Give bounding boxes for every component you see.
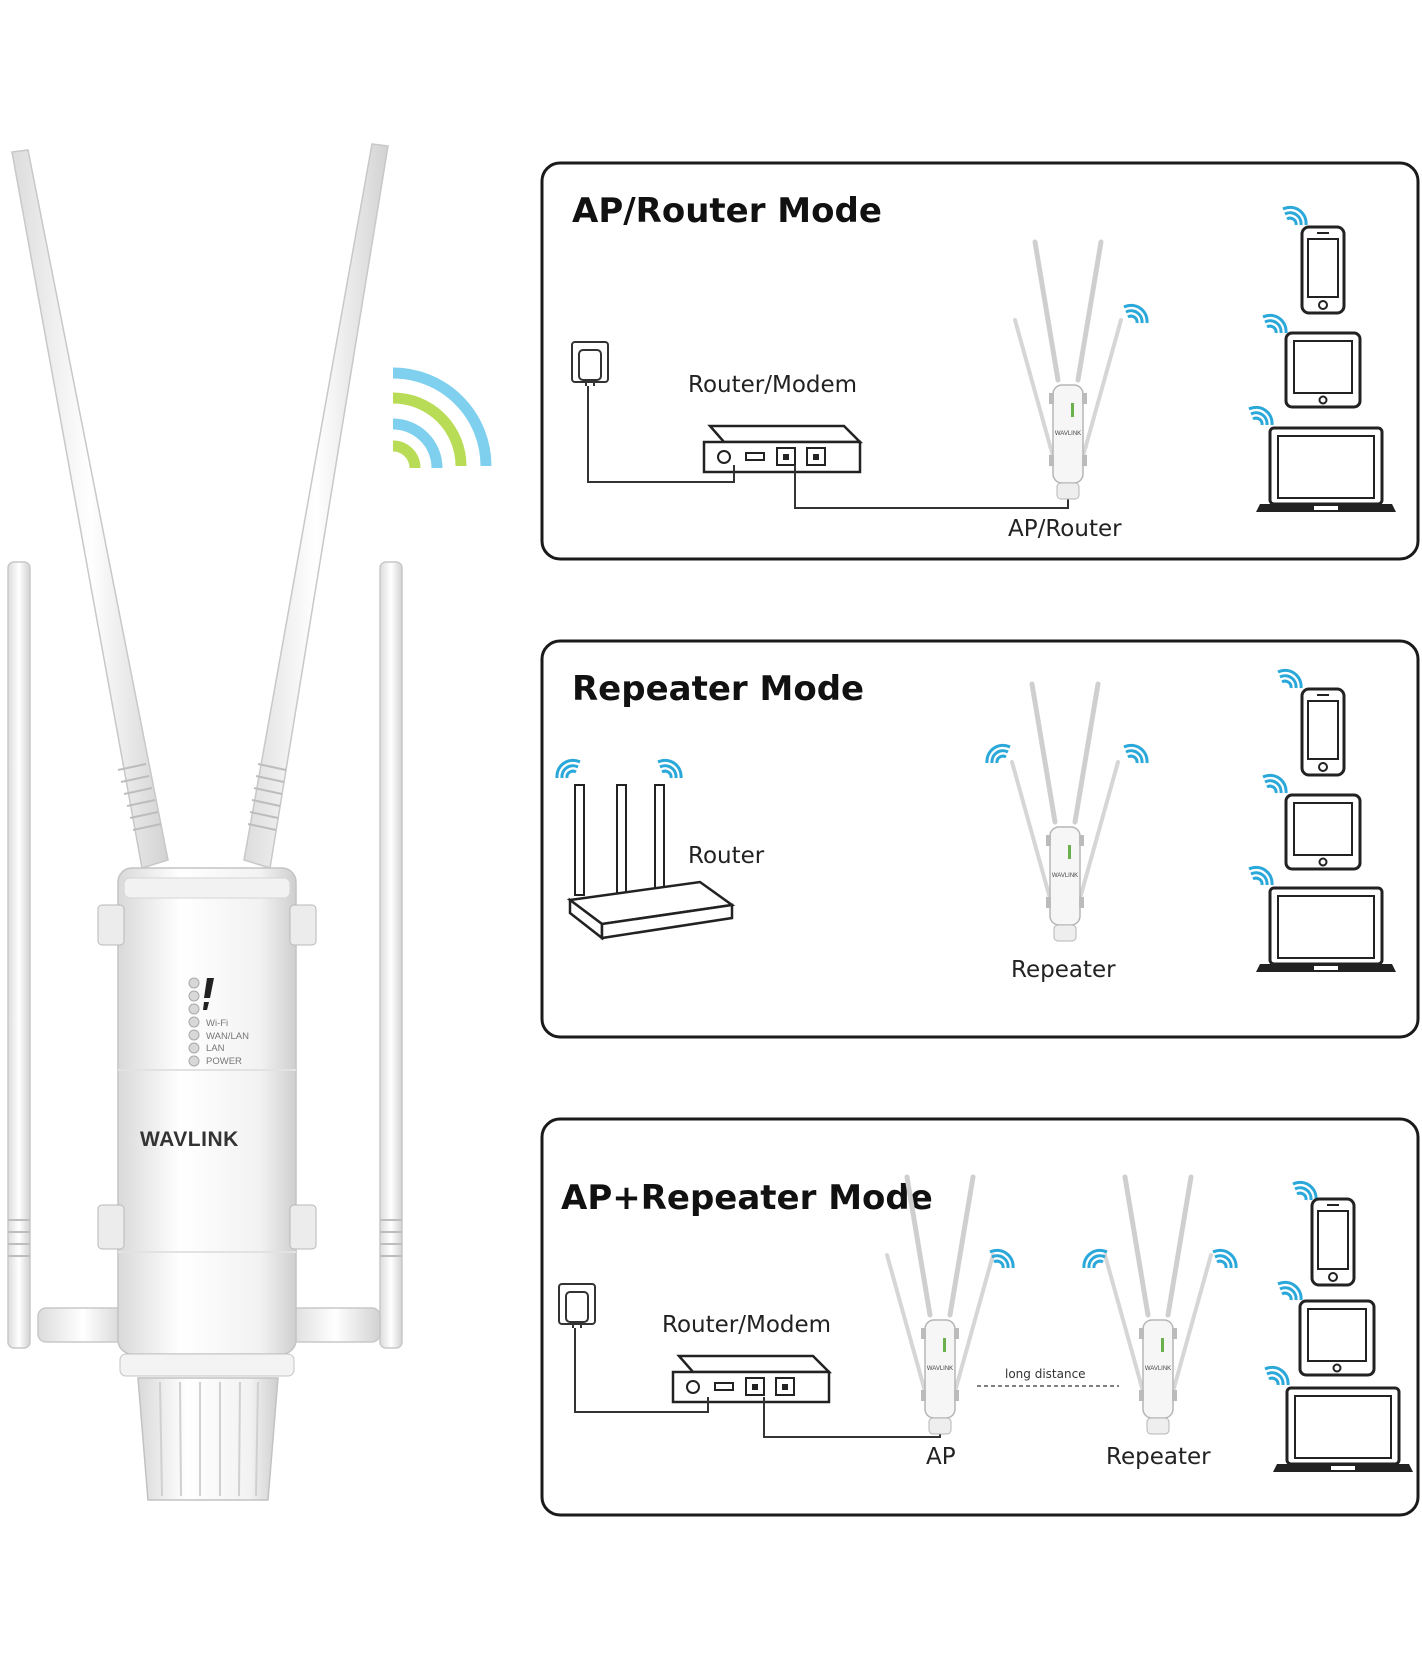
power-cable: [574, 1328, 709, 1413]
phone-icon: [1300, 687, 1346, 777]
side-antenna-left: [7, 561, 129, 1349]
led-label-wifi: Wi-Fi: [206, 1018, 228, 1029]
wireless-router-icon: [566, 784, 736, 941]
cable-gland: [137, 1377, 279, 1501]
label-router-modem: Router/Modem: [662, 1312, 831, 1338]
tablet-icon: [1284, 793, 1362, 871]
side-antenna-right: [289, 561, 403, 1349]
panel-title: Repeater Mode: [572, 669, 864, 709]
long-antenna-right: [243, 143, 389, 869]
outdoor-ap-device: Wi-Fi WAN/LAN LAN POWER WAVLINK: [7, 143, 403, 1501]
device-body: [117, 867, 297, 1355]
brand-logo: WAVLINK: [140, 1128, 239, 1151]
tablet-icon: [1284, 331, 1362, 409]
wifi-waves-icon: [392, 367, 492, 469]
power-cable: [587, 386, 735, 483]
laptop-icon: [1254, 426, 1398, 514]
label-router: Router: [688, 843, 765, 869]
panel-ap-repeater-mode: AP+Repeater Mode Router/Modem AP long di…: [540, 1117, 1420, 1517]
label-long-distance: long distance: [1005, 1367, 1086, 1381]
label-repeater: Repeater: [1106, 1444, 1211, 1470]
phone-icon: [1310, 1197, 1356, 1287]
label-ap-router: AP/Router: [1008, 516, 1122, 542]
tablet-icon: [1298, 1299, 1376, 1377]
long-antenna-left: [11, 149, 169, 869]
led-label-lan: LAN: [206, 1043, 225, 1054]
power-plug-icon: [558, 1283, 596, 1329]
panel-frame: [540, 1117, 1420, 1517]
laptop-icon: [1254, 886, 1398, 974]
led-indicators: Wi-Fi WAN/LAN LAN POWER: [188, 977, 249, 1067]
led-label-wan-lan: WAN/LAN: [206, 1031, 249, 1042]
panel-frame: [540, 639, 1420, 1039]
panel-repeater-mode: Repeater Mode Router Repeater: [540, 639, 1420, 1039]
led-label-power: POWER: [206, 1056, 242, 1067]
phone-icon: [1300, 225, 1346, 315]
panel-title: AP/Router Mode: [572, 191, 882, 231]
power-plug-icon: [571, 341, 609, 387]
label-ap: AP: [926, 1444, 956, 1470]
label-router-modem: Router/Modem: [688, 372, 857, 398]
panel-title: AP+Repeater Mode: [561, 1178, 933, 1218]
router-modem-icon: [702, 424, 862, 474]
laptop-icon: [1271, 1386, 1415, 1474]
router-modem-icon: [671, 1354, 831, 1404]
label-repeater: Repeater: [1011, 957, 1116, 983]
panel-ap-router-mode: AP/Router Mode Router/Modem AP/Router: [540, 161, 1420, 561]
